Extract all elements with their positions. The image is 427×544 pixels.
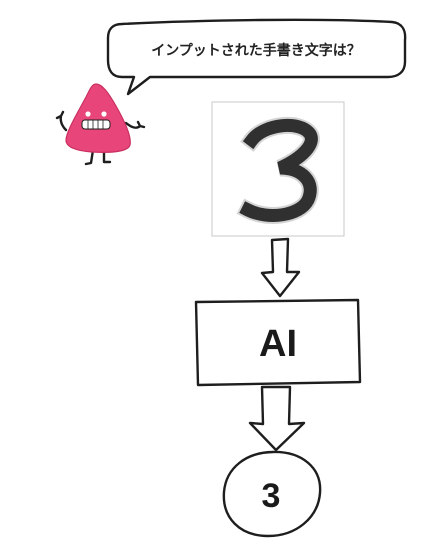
speech-bubble-outline [106,18,407,96]
ai-model-box: AI [194,298,362,387]
output-node-label: 3 [262,477,281,515]
speech-bubble-text: インプットされた手書き文字は？ [151,42,361,59]
arrow-ai-to-output [248,385,306,452]
pink-triangle-mascot-icon [55,83,146,166]
arrow-image-to-ai [260,237,301,298]
output-node: 3 [222,450,322,538]
mascot-body [65,83,131,153]
input-image [211,101,345,237]
handwritten-digit-3-icon [236,116,320,224]
output-node-outline [222,450,322,538]
ai-box-label: AI [259,323,297,365]
ai-box-outline [194,298,362,387]
speech-bubble: インプットされた手書き文字は？ [106,18,407,96]
